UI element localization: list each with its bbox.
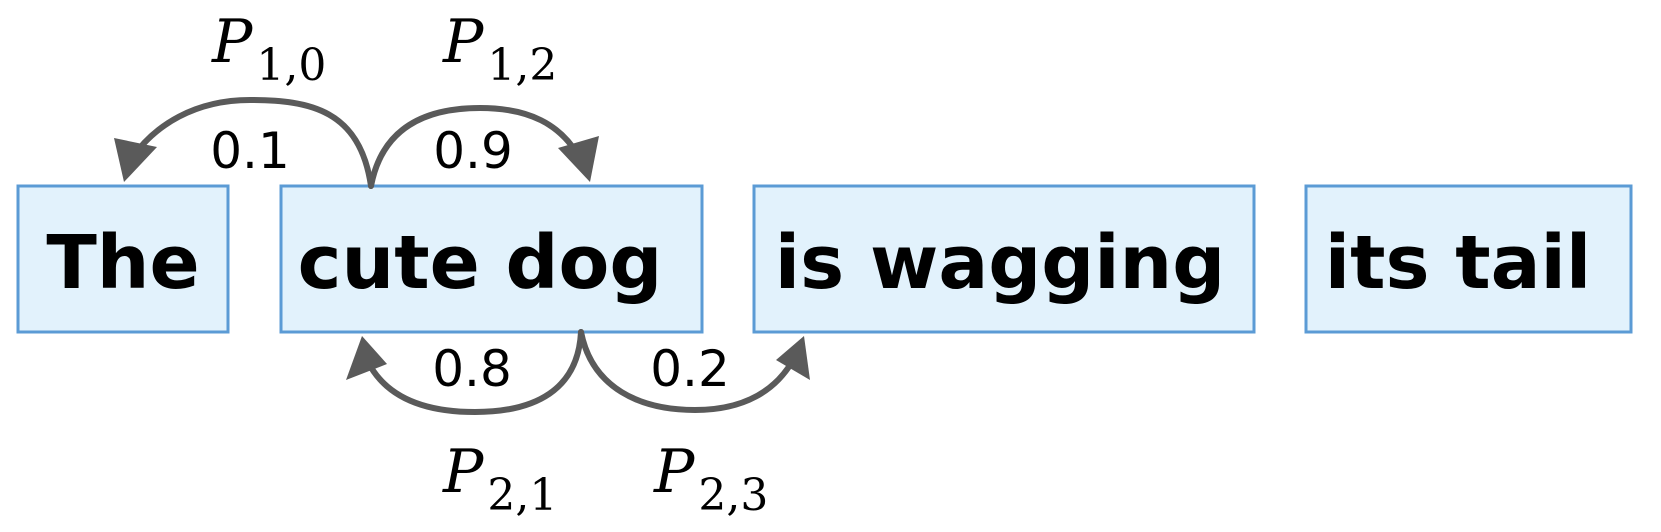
transition-label: P2,1 (442, 437, 557, 521)
transition-probability: 0.8 (432, 340, 512, 398)
transition-symbol: P (211, 7, 254, 77)
transition-symbol: P (442, 437, 485, 507)
token-its-tail: its tail (1304, 184, 1633, 334)
transition-subscript: 1,0 (256, 40, 326, 91)
token-label: its tail (1325, 220, 1592, 306)
token-label: The (46, 220, 199, 306)
transition-label: P1,0 (211, 7, 326, 91)
transition-1-0: 0.1 P1,0 (114, 7, 374, 189)
transition-2-3: 0.2 P2,3 (578, 329, 810, 521)
token-the: The (16, 184, 230, 334)
token-box (1304, 184, 1633, 334)
token-cute-dog: cute dog (279, 184, 704, 334)
transition-arc (129, 96, 374, 189)
token-is-wagging: is wagging (752, 184, 1256, 334)
transition-label: P2,3 (653, 437, 768, 521)
arrowhead-icon (346, 336, 387, 380)
transition-symbol: P (442, 7, 485, 77)
arrowhead-icon (114, 138, 157, 182)
transition-symbol: P (653, 437, 696, 507)
transition-arc (578, 329, 795, 414)
arrowhead-icon (776, 336, 810, 380)
transition-2-1: 0.8 P2,1 (346, 329, 584, 521)
transition-probability: 0.9 (433, 122, 513, 180)
transition-arc (365, 329, 584, 416)
transition-probability: 0.1 (210, 122, 290, 180)
token-box (752, 184, 1256, 334)
transition-label: P1,2 (442, 7, 557, 91)
transition-subscript: 2,1 (487, 470, 557, 521)
token-label: is wagging (775, 220, 1225, 306)
transition-1-2: 0.9 P1,2 (368, 7, 599, 189)
arrowhead-icon (558, 136, 599, 182)
token-box (16, 184, 230, 334)
token-label: cute dog (298, 220, 663, 306)
transition-subscript: 2,3 (698, 470, 768, 521)
transition-probability: 0.2 (650, 340, 730, 398)
token-box (279, 184, 704, 334)
transition-arc (368, 104, 581, 189)
transition-subscript: 1,2 (487, 40, 557, 91)
